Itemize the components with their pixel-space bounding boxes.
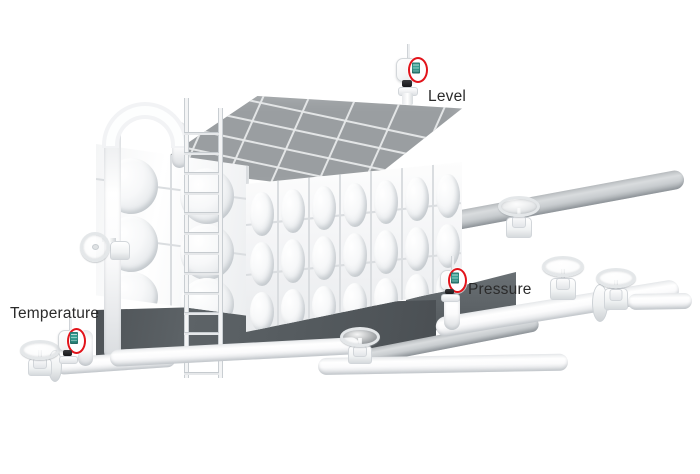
access-ladder[interactable] — [178, 98, 224, 378]
label-temperature: Temperature — [10, 305, 100, 322]
level-transmitter-antenna — [407, 44, 410, 58]
temperature-transmitter[interactable] — [58, 316, 94, 374]
pressure-transmitter-antenna — [451, 256, 454, 270]
level-transmitter-connector — [402, 80, 412, 87]
pipe-overflow-ubend-shade — [106, 106, 184, 146]
valve-tank-left-side[interactable] — [78, 224, 130, 262]
ladder-rail-right — [218, 108, 223, 378]
temperature-transmitter-antenna — [69, 316, 72, 330]
pressure-transmitter-connector — [445, 289, 454, 294]
pipe-outlet-riser-right — [444, 294, 460, 330]
temperature-transmitter-display — [70, 332, 78, 344]
level-transmitter-nozzle — [402, 93, 413, 105]
temperature-transmitter-flange — [59, 356, 78, 364]
valve-upper-right[interactable] — [496, 192, 542, 240]
pipe-upper-right-gray — [438, 168, 686, 233]
valve-outlet-left[interactable] — [18, 336, 62, 378]
label-pressure: Pressure — [468, 281, 532, 298]
tank-wall-front-grid — [246, 162, 462, 332]
valve-lower-right-b[interactable] — [594, 264, 638, 312]
pressure-transmitter-flange — [441, 294, 460, 302]
pressure-transmitter[interactable] — [440, 256, 476, 312]
valve-lower-right-a[interactable] — [540, 252, 586, 302]
ladder-rail-left — [184, 98, 189, 378]
level-transmitter-display — [412, 62, 420, 74]
temperature-transmitter-connector — [63, 350, 72, 356]
tank-wall-front — [246, 162, 462, 332]
label-level: Level — [428, 88, 467, 105]
pressure-transmitter-display — [451, 272, 459, 284]
valve-front-center[interactable] — [338, 322, 382, 366]
level-transmitter[interactable] — [394, 44, 434, 106]
